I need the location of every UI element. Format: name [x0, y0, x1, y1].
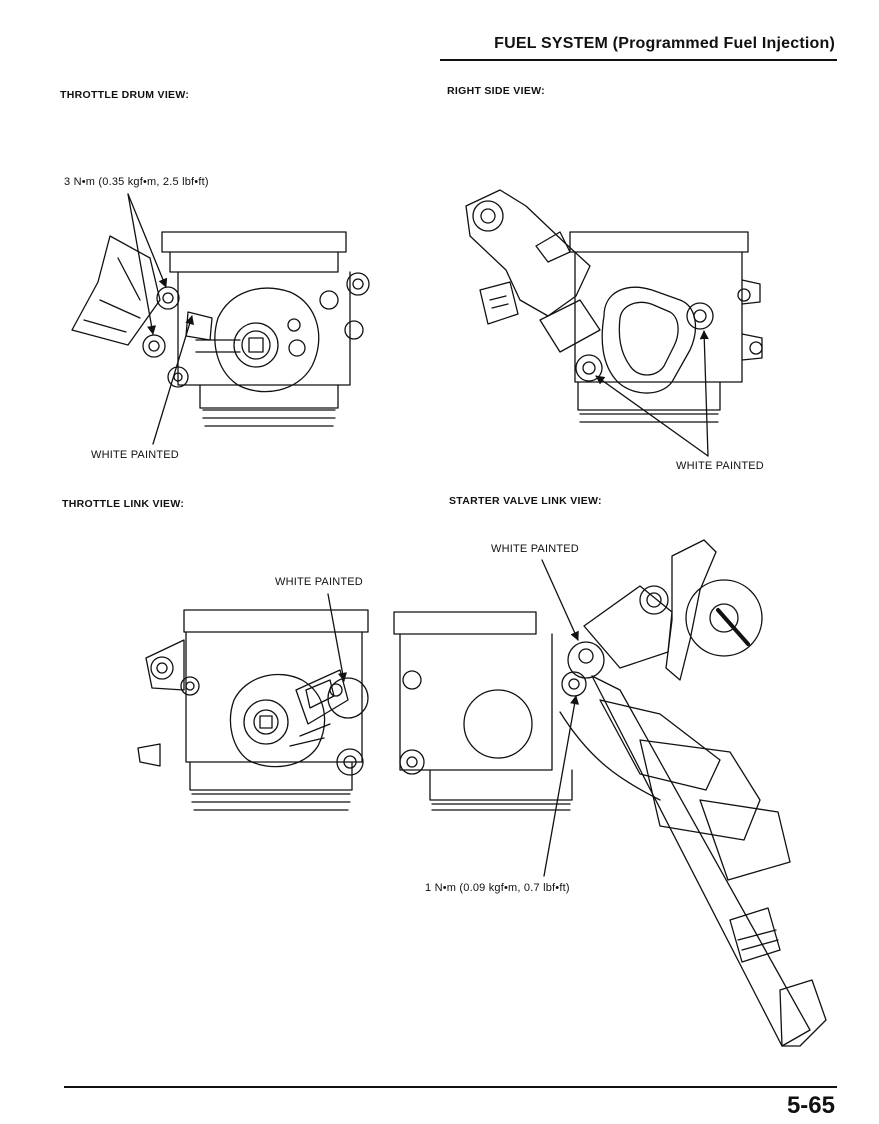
- starter-valve-torque-callout: 1 N•m (0.09 kgf•m, 0.7 lbf•ft): [425, 882, 570, 894]
- page-number: 5-65: [786, 1092, 835, 1119]
- throttle-drum-view-title: THROTTLE DRUM VIEW:: [60, 89, 190, 101]
- throttle-link-paint-callout: WHITE PAINTED: [275, 576, 363, 588]
- page-section-title: FUEL SYSTEM (Programmed Fuel Injection): [494, 35, 835, 52]
- right-side-paint-callout: WHITE PAINTED: [676, 460, 764, 472]
- throttle-drum-drawing: [72, 194, 369, 444]
- header-rule: [440, 59, 837, 61]
- right-side-view-title: RIGHT SIDE VIEW:: [447, 85, 545, 97]
- throttle-drum-torque-callout: 3 N•m (0.35 kgf•m, 2.5 lbf•ft): [64, 176, 209, 188]
- starter-valve-paint-callout: WHITE PAINTED: [491, 543, 579, 555]
- throttle-link-view-title: THROTTLE LINK VIEW:: [62, 498, 185, 510]
- footer-rule: [64, 1086, 837, 1088]
- starter-valve-link-drawing: [394, 540, 826, 1046]
- right-side-drawing: [466, 190, 762, 456]
- throttle-link-drawing: [138, 594, 368, 810]
- starter-valve-link-view-title: STARTER VALVE LINK VIEW:: [449, 495, 602, 507]
- throttle-drum-paint-callout: WHITE PAINTED: [91, 449, 179, 461]
